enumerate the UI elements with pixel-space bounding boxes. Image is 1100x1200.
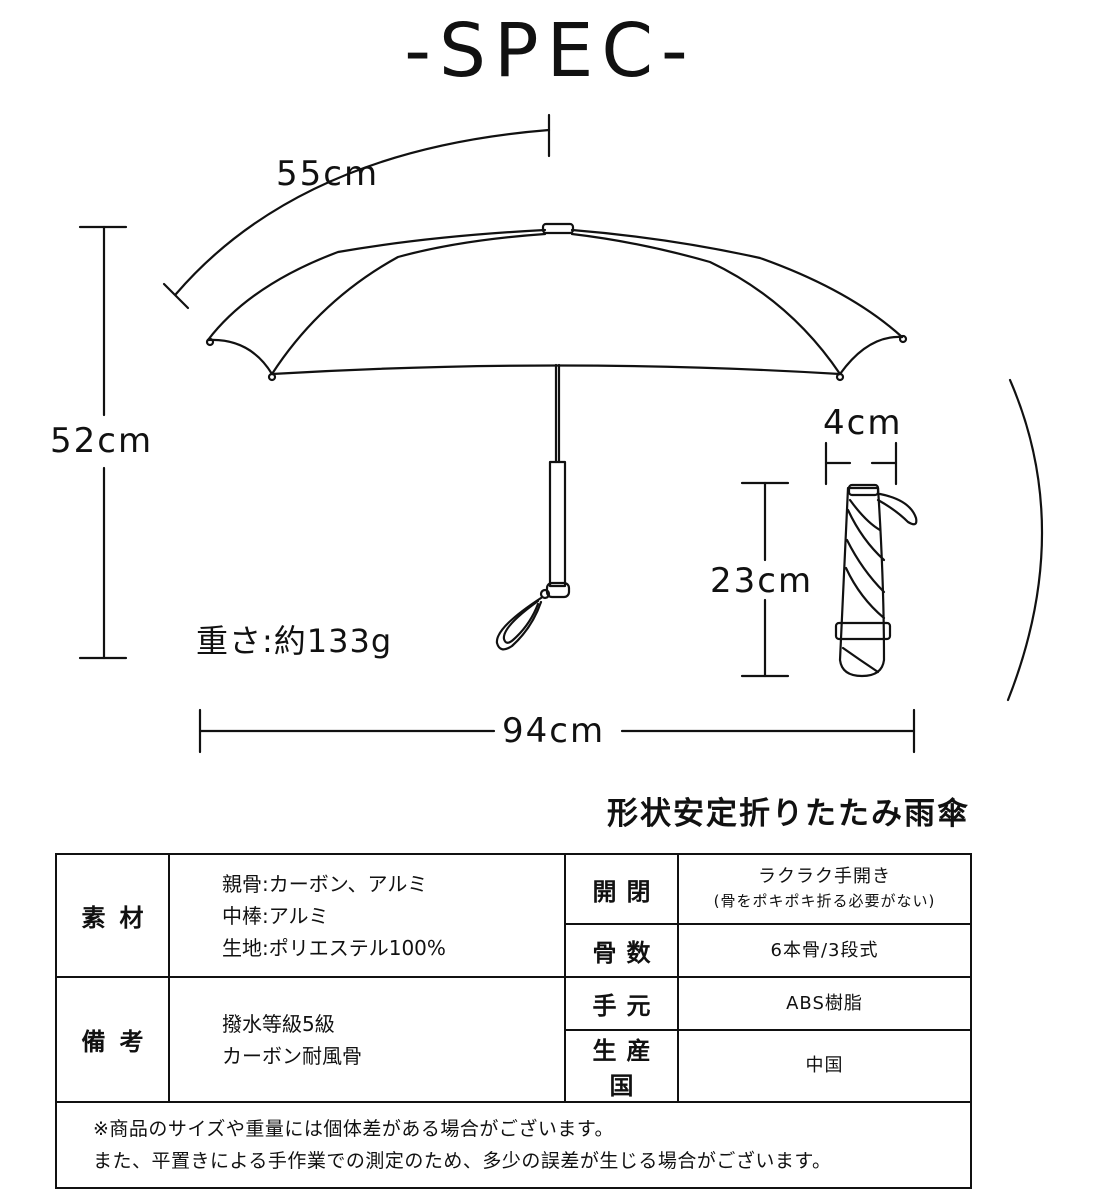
handle-value: ABS樹脂	[786, 992, 863, 1014]
width-label: 94cm	[502, 711, 606, 751]
page-title: -SPEC-	[404, 8, 696, 94]
arc-end-tick-left	[162, 282, 190, 310]
opening-value: ラクラク手開き	[758, 866, 891, 887]
handle-label: 手元	[592, 992, 661, 1020]
handle-label-cell: 手元	[564, 976, 679, 1031]
material-line: 親骨:カーボン、アルミ	[222, 871, 428, 896]
remarks-label: 備考	[81, 1028, 158, 1056]
opening-label: 開閉	[592, 877, 661, 906]
product-name: 形状安定折りたたみ雨傘	[607, 796, 970, 832]
ribs-label-cell: 骨数	[564, 923, 679, 978]
origin-value-cell: 中国	[677, 1029, 972, 1103]
material-label-cell: 素材	[55, 853, 170, 978]
remarks-line: 撥水等級5級	[222, 1011, 335, 1036]
notes-cell: ※商品のサイズや重量には個体差がある場合がございます。 また、平置きによる手作業…	[55, 1101, 972, 1189]
opening-note: (骨をポキポキ折る必要がない)	[713, 892, 936, 910]
weight-label: 重さ:約133g	[196, 622, 393, 660]
arc-dimension-line	[174, 128, 551, 296]
origin-label-cell: 生産国	[564, 1029, 679, 1103]
opening-label-cell: 開閉	[564, 853, 679, 925]
material-line: 中棒:アルミ	[222, 903, 329, 928]
handle-value-cell: ABS樹脂	[677, 976, 972, 1031]
note-line: ※商品のサイズや重量には個体差がある場合がございます。	[93, 1118, 614, 1140]
height-label: 52cm	[50, 421, 154, 461]
ribs-label: 骨数	[592, 939, 661, 967]
remarks-values-cell: 撥水等級5級 カーボン耐風骨	[168, 976, 566, 1103]
remarks-line: カーボン耐風骨	[222, 1043, 362, 1068]
origin-label: 生産国	[592, 1037, 661, 1100]
right-edge-arc	[1006, 378, 1044, 702]
umbrella-canopy	[205, 222, 908, 382]
material-label: 素材	[81, 904, 158, 932]
material-line: 生地:ポリエステル100%	[222, 935, 446, 960]
folded-umbrella	[834, 483, 918, 678]
umbrella-shaft	[495, 363, 571, 651]
remarks-label-cell: 備考	[55, 976, 170, 1103]
ribs-value: 6本骨/3段式	[770, 939, 879, 961]
folded-length-label: 23cm	[710, 561, 814, 601]
material-values-cell: 親骨:カーボン、アルミ 中棒:アルミ 生地:ポリエステル100%	[168, 853, 566, 978]
folded-width-label: 4cm	[823, 403, 903, 443]
spec-table: 素材 親骨:カーボン、アルミ 中棒:アルミ 生地:ポリエステル100% 開閉 ラ…	[55, 853, 972, 1189]
arc-length-label: 55cm	[276, 154, 380, 194]
opening-value-cell: ラクラク手開き (骨をポキポキ折る必要がない)	[677, 853, 972, 925]
ribs-value-cell: 6本骨/3段式	[677, 923, 972, 978]
origin-value: 中国	[805, 1055, 844, 1076]
note-line: また、平置きによる手作業での測定のため、多少の誤差が生じる場合がございます。	[93, 1150, 832, 1172]
